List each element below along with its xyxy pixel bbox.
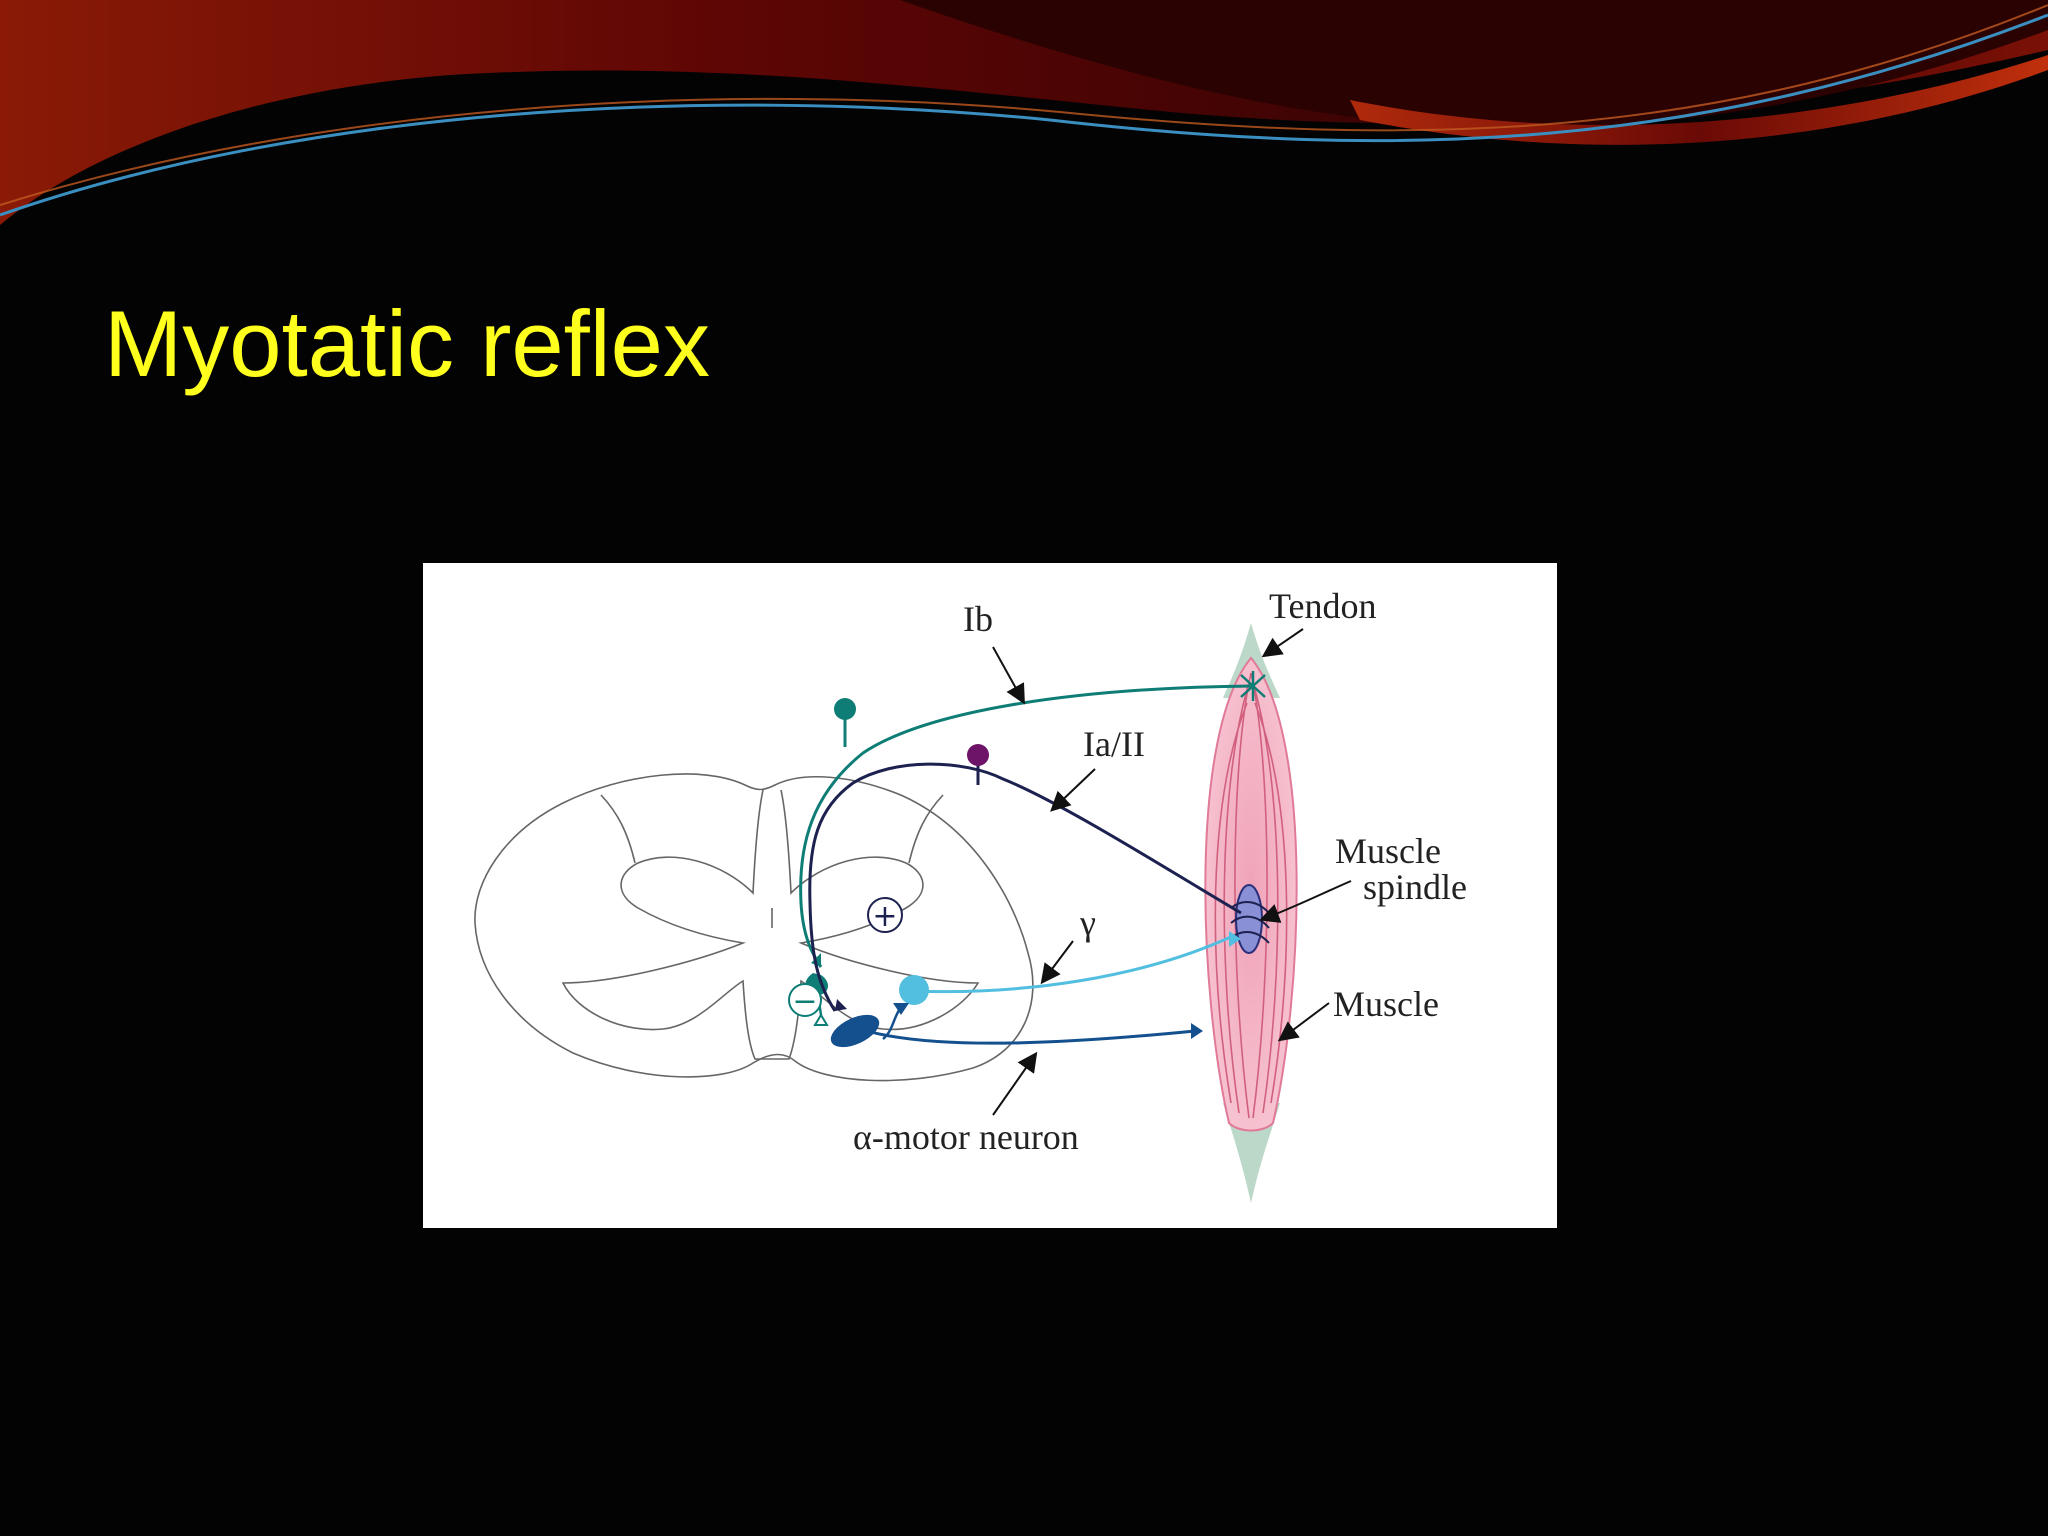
alpha-motor-neuron [830,1003,1203,1048]
label-tendon: Tendon [1269,586,1376,626]
label-ia-ii: Ia/II [1083,724,1145,764]
ia-cell-body [967,744,989,766]
muscle-fibers [1214,672,1288,1119]
reflex-diagram-svg: − + [474,586,1467,1203]
arrow-alpha [992,1051,1038,1116]
dorsal-root-entry [600,794,636,864]
arrow-muscle-spindle [1259,880,1352,923]
label-ib: Ib [963,599,993,639]
dorsal-root-entry-right [908,794,944,864]
gray-matter-butterfly [561,789,980,1060]
spinal-cord-outline [474,773,1034,1082]
label-muscle-spindle-line2: spindle [1363,867,1467,907]
inhibitory-synapse-marker [788,983,822,1017]
arrow-tendon [1261,628,1304,658]
label-muscle: Muscle [1333,984,1439,1024]
arrow-ia-ii [1050,768,1096,812]
ia-terminal [835,999,847,1011]
label-alpha-motor-neuron: α-motor neuron [853,1117,1079,1157]
label-gamma: γ [1079,903,1096,943]
label-muscle-spindle-line1: Muscle [1335,831,1441,871]
arrow-gamma [1040,940,1074,985]
ib-cell-body [834,698,856,720]
reflex-diagram: − + [423,563,1557,1228]
ia-afferent-fiber [808,762,1242,1012]
header-wave-banner [0,0,2048,225]
inhibitory-sign: − [792,984,817,1019]
golgi-tendon-organ [1240,671,1266,701]
ib-afferent-fiber [799,684,1254,968]
slide-title: Myotatic reflex [104,291,710,396]
arrow-ib [992,646,1025,705]
excitatory-sign: + [872,899,897,934]
excitatory-synapse-marker [867,897,903,933]
arrow-muscle [1277,1002,1330,1042]
gamma-motor-neuron [899,931,1241,1005]
spinal-cord-cross-section [474,773,1034,1082]
pointer-arrows [992,628,1352,1116]
